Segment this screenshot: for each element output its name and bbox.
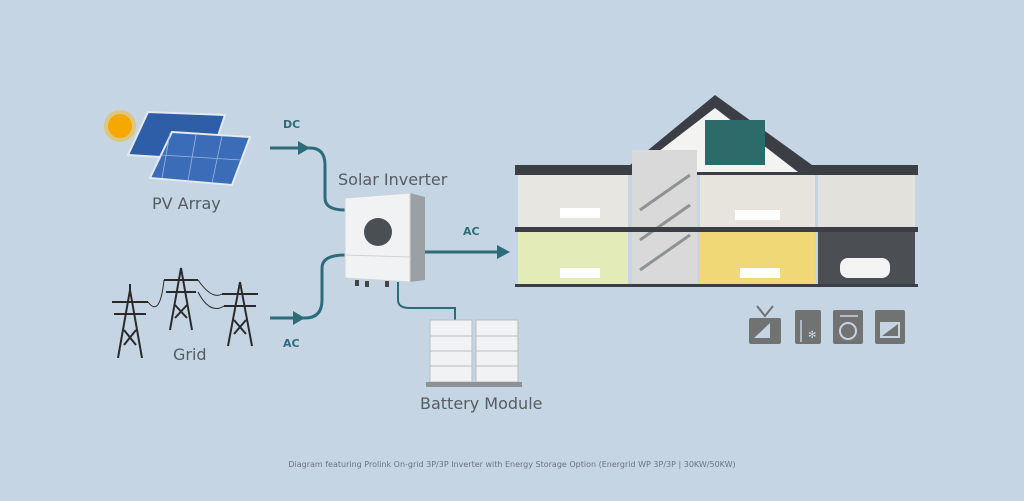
grid-ac-line [270, 253, 346, 320]
battery-line [397, 282, 456, 320]
battery-module-device [426, 319, 522, 387]
dc-label: DC [283, 118, 301, 131]
grid-ac-label: AC [283, 337, 300, 350]
solar-inverter-label: Solar Inverter [338, 170, 448, 189]
svg-text:✻: ✻ [808, 330, 816, 341]
house-cutaway [515, 95, 918, 287]
washing-machine-icon [833, 310, 863, 344]
attic-room [705, 120, 765, 165]
solar-inverter-device [344, 192, 425, 287]
arrowheads [293, 141, 510, 325]
tv-icon [749, 305, 781, 344]
ac-output-label: AC [463, 225, 480, 238]
bedroom-room [518, 175, 628, 227]
dc-line [270, 146, 346, 212]
car [840, 258, 890, 278]
oven-icon [875, 310, 905, 344]
transmission-tower-icon [112, 267, 258, 359]
fridge-icon: ✻ [795, 310, 821, 344]
solar-panel-icon [126, 110, 252, 187]
caption: Diagram featuring Prolink On-grid 3P/3P … [288, 460, 736, 469]
dining-room [818, 175, 915, 227]
sun-icon [104, 110, 136, 142]
grid-label: Grid [173, 345, 207, 364]
stairwell [632, 150, 697, 285]
pv-array-label: PV Array [152, 194, 221, 213]
connection-lines [270, 146, 505, 320]
battery-module-label: Battery Module [420, 394, 543, 413]
